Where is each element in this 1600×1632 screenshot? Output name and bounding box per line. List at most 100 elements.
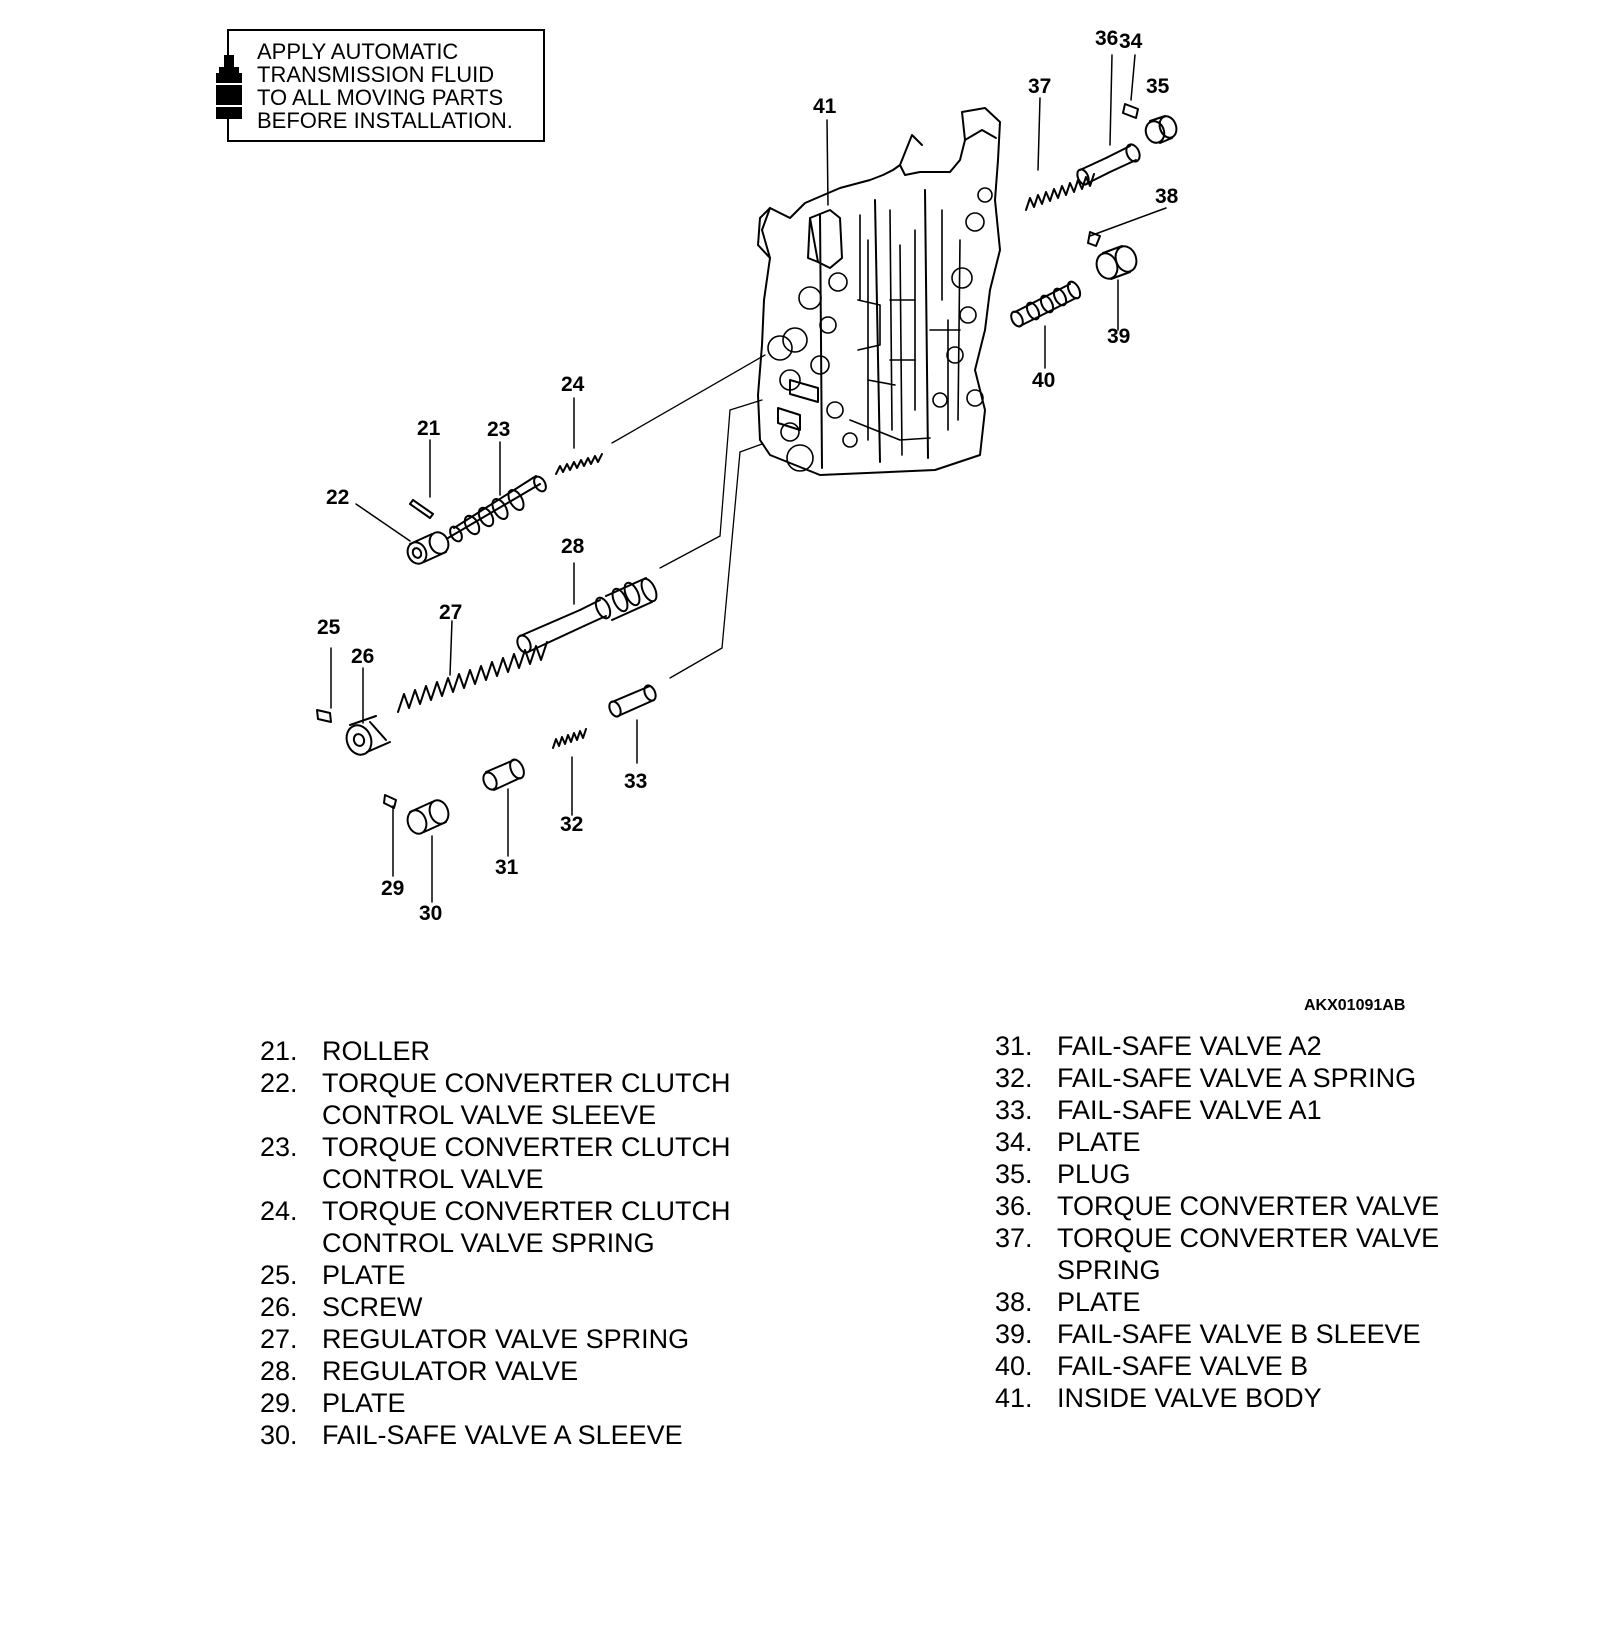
legend-number: 24. xyxy=(260,1196,298,1226)
callout-23: 23 xyxy=(487,418,511,441)
legend-item: 35. PLUG xyxy=(995,1158,1439,1190)
legend-description: SCREW xyxy=(322,1291,423,1323)
legend-description: FAIL-SAFE VALVE A1 xyxy=(1057,1094,1322,1126)
legend-item: 41. INSIDE VALVE BODY xyxy=(995,1382,1439,1414)
legend-item: 40. FAIL-SAFE VALVE B xyxy=(995,1350,1439,1382)
legend-text-line: FAIL-SAFE VALVE A SPRING xyxy=(1057,1063,1417,1093)
legend-text-line: INSIDE VALVE BODY xyxy=(1057,1383,1322,1413)
legend-number: 26. xyxy=(260,1292,298,1322)
legend-text-line: PLATE xyxy=(1057,1127,1141,1157)
part-22-sleeve xyxy=(406,531,450,565)
legend-item: 32. FAIL-SAFE VALVE A SPRING xyxy=(995,1062,1439,1094)
legend-number: 31. xyxy=(995,1031,1033,1061)
legend-description: TORQUE CONVERTER VALVE xyxy=(1057,1190,1439,1222)
legend-item: 34. PLATE xyxy=(995,1126,1439,1158)
legend-description: PLATE xyxy=(1057,1286,1141,1318)
part-26-screw xyxy=(345,715,391,756)
legend-number: 34. xyxy=(995,1127,1033,1157)
legend-number: 37. xyxy=(995,1223,1033,1253)
atf-bottle-icon xyxy=(216,55,242,119)
legend-number: 22. xyxy=(260,1068,298,1098)
legend-description: PLUG xyxy=(1057,1158,1131,1190)
callout-36: 36 xyxy=(1095,27,1119,50)
note-line-2: TRANSMISSION FLUID xyxy=(257,62,495,87)
legend-description: TORQUE CONVERTER CLUTCH CONTROL VALVE xyxy=(322,1131,731,1195)
legend-number: 38. xyxy=(995,1287,1033,1317)
installation-lines xyxy=(611,354,766,679)
part-23-valve xyxy=(447,475,547,543)
part-21-roller xyxy=(409,499,434,519)
atf-note-box: APPLY AUTOMATIC TRANSMISSION FLUID TO AL… xyxy=(216,29,545,142)
legend-number: 36. xyxy=(995,1191,1033,1221)
legend-description: PLATE xyxy=(322,1387,406,1419)
legend-number: 41. xyxy=(995,1383,1033,1413)
legend-description: PLATE xyxy=(322,1259,406,1291)
legend-text-line: TORQUE CONVERTER VALVE xyxy=(1057,1223,1440,1253)
legend-item: 21. ROLLER xyxy=(260,1035,731,1067)
part-27-spring xyxy=(397,641,548,713)
legend-number: 30. xyxy=(260,1420,298,1450)
callout-37: 37 xyxy=(1028,75,1052,98)
legend-text-line: PLATE xyxy=(1057,1287,1141,1317)
legend-text-line: FAIL-SAFE VALVE A SLEEVE xyxy=(322,1420,683,1450)
legend-text-line: CONTROL VALVE SLEEVE xyxy=(322,1100,657,1130)
legend-text-line: TORQUE CONVERTER CLUTCH xyxy=(322,1068,731,1098)
legend-text-line: FAIL-SAFE VALVE B SLEEVE xyxy=(1057,1319,1421,1349)
legend-description: TORQUE CONVERTER CLUTCH CONTROL VALVE SL… xyxy=(322,1067,731,1131)
part-37-spring xyxy=(1025,173,1095,211)
legend-number: 35. xyxy=(995,1159,1033,1189)
part-28-valve xyxy=(516,577,658,654)
legend-text-line: REGULATOR VALVE SPRING xyxy=(322,1324,690,1354)
part-29-plate xyxy=(383,794,397,809)
callout-33: 33 xyxy=(624,770,648,793)
legend-text-line: PLUG xyxy=(1057,1159,1131,1189)
legend-item: 30. FAIL-SAFE VALVE A SLEEVE xyxy=(260,1419,731,1451)
legend-description: ROLLER xyxy=(322,1035,430,1067)
callout-32: 32 xyxy=(560,813,584,836)
legend-text-line: TORQUE CONVERTER VALVE xyxy=(1057,1191,1440,1221)
part-35-plug xyxy=(1144,115,1178,144)
legend-text-line: REGULATOR VALVE xyxy=(322,1356,579,1386)
callout-21: 21 xyxy=(417,417,441,440)
part-38-plate xyxy=(1087,231,1101,247)
legend-item: 23. TORQUE CONVERTER CLUTCH CONTROL VALV… xyxy=(260,1131,731,1195)
legend-description: TORQUE CONVERTER CLUTCH CONTROL VALVE SP… xyxy=(322,1195,731,1259)
callout-22: 22 xyxy=(326,486,350,509)
legend-text-line: FAIL-SAFE VALVE A2 xyxy=(1057,1031,1322,1061)
callout-40: 40 xyxy=(1032,369,1056,392)
legend-description: REGULATOR VALVE xyxy=(322,1355,578,1387)
callout-30: 30 xyxy=(419,902,443,925)
legend-item: 38. PLATE xyxy=(995,1286,1439,1318)
legend-number: 32. xyxy=(995,1063,1033,1093)
legend-right: 31. FAIL-SAFE VALVE A2 32. FAIL-SAFE VAL… xyxy=(995,1030,1439,1414)
legend-description: FAIL-SAFE VALVE B SLEEVE xyxy=(1057,1318,1421,1350)
callout-38: 38 xyxy=(1155,185,1179,208)
callout-39: 39 xyxy=(1107,325,1131,348)
legend-description: PLATE xyxy=(1057,1126,1141,1158)
part-32-spring xyxy=(552,728,587,749)
part-30-sleeve xyxy=(406,799,450,835)
legend-item: 39. FAIL-SAFE VALVE B SLEEVE xyxy=(995,1318,1439,1350)
legend-text-line: FAIL-SAFE VALVE A1 xyxy=(1057,1095,1322,1125)
legend-number: 40. xyxy=(995,1351,1033,1381)
legend-description: INSIDE VALVE BODY xyxy=(1057,1382,1322,1414)
legend-text-line: SCREW xyxy=(322,1292,423,1322)
callout-34: 34 xyxy=(1119,30,1143,53)
legend-item: 24. TORQUE CONVERTER CLUTCH CONTROL VALV… xyxy=(260,1195,731,1259)
note-line-1: APPLY AUTOMATIC xyxy=(257,39,459,64)
legend-item: 22. TORQUE CONVERTER CLUTCH CONTROL VALV… xyxy=(260,1067,731,1131)
legend-text-line: PLATE xyxy=(322,1388,406,1418)
callout-24: 24 xyxy=(561,373,585,396)
part-40-valve xyxy=(1010,280,1082,328)
legend-item: 26. SCREW xyxy=(260,1291,731,1323)
legend-description: FAIL-SAFE VALVE A SPRING xyxy=(1057,1062,1416,1094)
part-34-plate xyxy=(1122,103,1139,119)
legend-item: 25. PLATE xyxy=(260,1259,731,1291)
legend-number: 21. xyxy=(260,1036,298,1066)
legend-number: 33. xyxy=(995,1095,1033,1125)
legend-item: 28. REGULATOR VALVE xyxy=(260,1355,731,1387)
part-36-valve xyxy=(1076,143,1141,186)
legend-text-line: TORQUE CONVERTER CLUTCH xyxy=(322,1132,731,1162)
legend-description: REGULATOR VALVE SPRING xyxy=(322,1323,689,1355)
legend-item: 27. REGULATOR VALVE SPRING xyxy=(260,1323,731,1355)
